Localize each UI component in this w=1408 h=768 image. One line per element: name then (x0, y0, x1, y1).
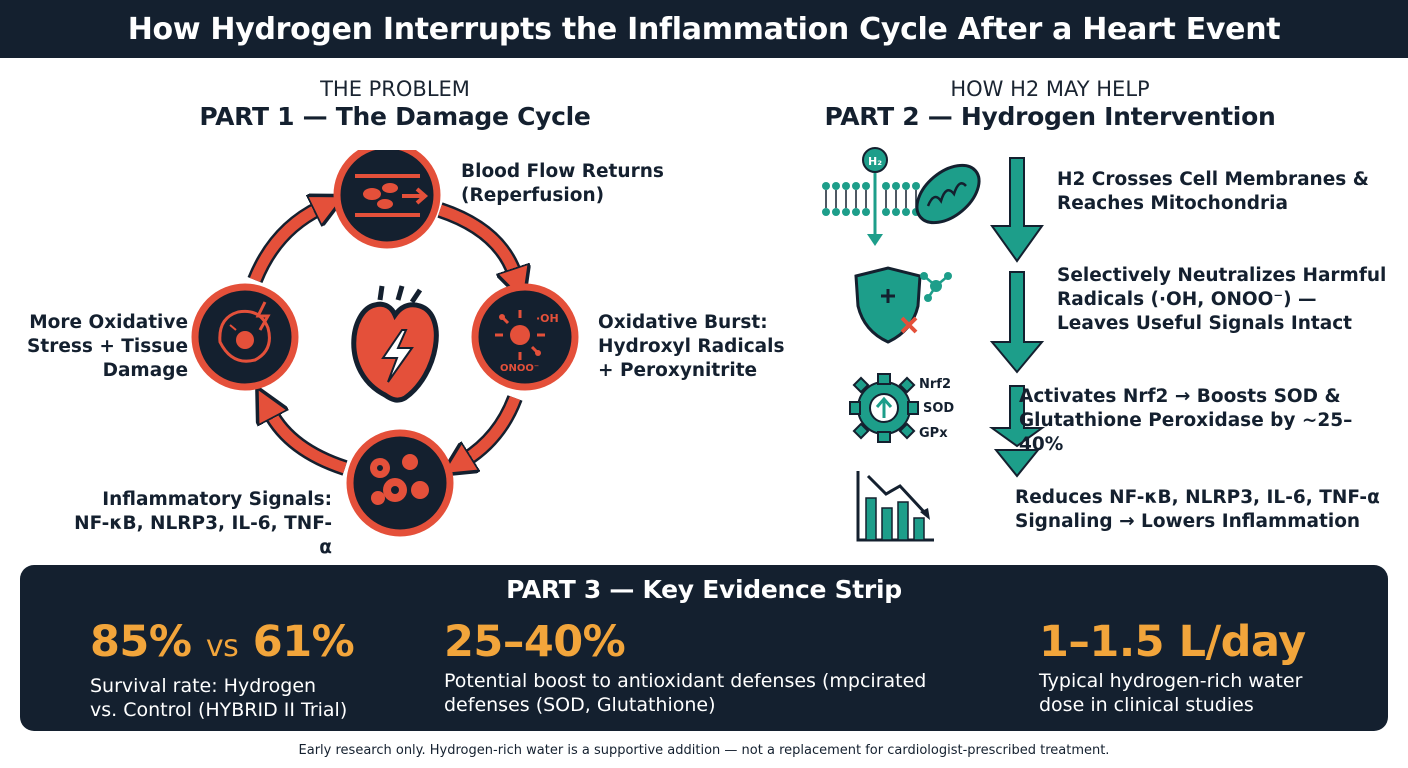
footnote-disclaimer: Early research only. Hydrogen-rich water… (298, 743, 1110, 758)
label-line: + Peroxynitrite (598, 360, 758, 381)
stat-description: Potential boost to antioxidant defenses … (444, 669, 984, 717)
stat-description: Typical hydrogen-rich water dose in clin… (1039, 669, 1369, 717)
flow-arrows (988, 157, 1046, 478)
step-line: Radicals (·OH, ONOO⁻) — (1057, 289, 1317, 310)
step-line: Activates Nrf2 → Boosts SOD & (1019, 386, 1341, 407)
part1-title: PART 1 — The Damage Cycle (199, 102, 591, 131)
step-crosses-membranes: H2 Crosses Cell Membranes & Reaches Mito… (1057, 168, 1387, 216)
heart-lightning-icon (351, 285, 439, 403)
desc-line: Potential boost to antioxidant defenses … (444, 670, 927, 692)
page-title: How Hydrogen Interrupts the Inflammation… (127, 11, 1281, 47)
label-line: Hydroxyl Radicals (598, 336, 785, 357)
damaged-cell-icon (191, 283, 299, 391)
stat-vs: vs (205, 629, 239, 664)
gpx-label: GPx (919, 426, 948, 441)
step-line: Reaches Mitochondria (1057, 193, 1288, 214)
desc-line: vs. Control (HYBRID II Trial) (90, 699, 348, 721)
stat-antioxidant-boost: 25–40% Potential boost to antioxidant de… (444, 617, 984, 717)
stat-description: Survival rate: Hydrogen vs. Control (HYB… (90, 674, 390, 722)
blood-cells-icon (333, 150, 441, 249)
desc-line: defenses (SOD, Glutathione) (444, 694, 716, 716)
step-activates-nrf2: Activates Nrf2 → Boosts SOD & Glutathion… (1019, 385, 1389, 457)
label-line: Blood Flow Returns (461, 161, 664, 182)
sod-label: SOD (923, 401, 954, 416)
oh-label: ·OH (536, 312, 559, 325)
stat-value: 25–40% (444, 617, 626, 667)
part2-title: PART 2 — Hydrogen Intervention (824, 102, 1276, 131)
step-line: Selectively Neutralizes Harmful (1057, 265, 1387, 286)
radicals-icon: ·OH ONOO⁻ (471, 283, 579, 391)
h2-label: H₂ (868, 155, 882, 168)
down-arrow-4 (993, 449, 1041, 478)
step-line: Leaves Useful Signals Intact (1057, 313, 1353, 334)
evidence-heading: PART 3 — Key Evidence Strip (506, 575, 902, 604)
declining-bar-chart-icon (856, 471, 934, 542)
label-line: Damage (102, 360, 188, 381)
label-line: (Reperfusion) (461, 185, 605, 206)
cycle-label-oxidative-burst: Oxidative Burst: Hydroxyl Radicals + Per… (598, 311, 798, 383)
desc-line: dose in clinical studies (1039, 694, 1254, 716)
stat-value: 1–1.5 L/day (1039, 617, 1306, 667)
stat-survival-rate: 85% vs 61% Survival rate: Hydrogen vs. C… (90, 617, 390, 722)
damage-cycle-diagram: ·OH ONOO⁻ (191, 150, 579, 537)
part2-heading: HOW H2 MAY HELP PART 2 — Hydrogen Interv… (790, 76, 1310, 132)
step-line: Reduces NF-κB, NLRP3, IL-6, TNF-α (1015, 487, 1380, 508)
title-bar: How Hydrogen Interrupts the Inflammation… (0, 0, 1408, 58)
part2-kicker: HOW H2 MAY HELP (950, 77, 1150, 101)
inflammatory-cells-icon (346, 429, 454, 537)
part1-heading: THE PROBLEM PART 1 — The Damage Cycle (140, 76, 650, 132)
evidence-strip: PART 3 — Key Evidence Strip 85% vs 61% S… (20, 565, 1388, 731)
label-line: NF-κB, NLRP3, IL-6, TNF-α (74, 513, 332, 558)
desc-line: Survival rate: Hydrogen (90, 675, 317, 697)
part1-kicker: THE PROBLEM (320, 77, 470, 101)
shield-molecule-icon (854, 266, 952, 344)
label-line: More Oxidative (29, 312, 188, 333)
stat-dose: 1–1.5 L/day Typical hydrogen-rich water … (1039, 617, 1369, 717)
onoo-label: ONOO⁻ (500, 363, 539, 374)
down-arrow-2 (989, 271, 1045, 374)
stat-value: 85% vs 61% (90, 617, 390, 672)
nrf2-label: Nrf2 (919, 377, 951, 392)
step-line: Glutathione Peroxidase by ~25–40% (1019, 410, 1353, 455)
down-arrow-3 (988, 385, 1046, 448)
step-neutralizes-radicals: Selectively Neutralizes Harmful Radicals… (1057, 264, 1387, 336)
stat-value-control: 61% (252, 617, 355, 667)
membrane-mitochondria-icon: H₂ (822, 147, 981, 246)
cycle-label-tissue-damage: More Oxidative Stress + Tissue Damage (10, 311, 188, 383)
step-line: Signaling → Lowers Inflammation (1015, 511, 1361, 532)
label-line: Stress + Tissue (27, 336, 188, 357)
desc-line: Typical hydrogen-rich water (1039, 670, 1303, 692)
cycle-label-inflammatory-signals: Inflammatory Signals: NF-κB, NLRP3, IL-6… (70, 488, 332, 560)
step-line: H2 Crosses Cell Membranes & (1057, 169, 1369, 190)
step-reduces-inflammation: Reduces NF-κB, NLRP3, IL-6, TNF-α Signal… (1015, 486, 1385, 534)
cycle-label-reperfusion: Blood Flow Returns (Reperfusion) (461, 160, 721, 208)
cycle-arrows (247, 208, 515, 468)
stat-value-hydrogen: 85% (90, 617, 192, 667)
label-line: Inflammatory Signals: (102, 489, 332, 510)
hydrogen-intervention-diagram: H₂ (822, 147, 1046, 542)
label-line: Oxidative Burst: (598, 312, 768, 333)
down-arrow-1 (990, 157, 1044, 263)
gear-icon: Nrf2 SOD GPx (849, 373, 954, 443)
